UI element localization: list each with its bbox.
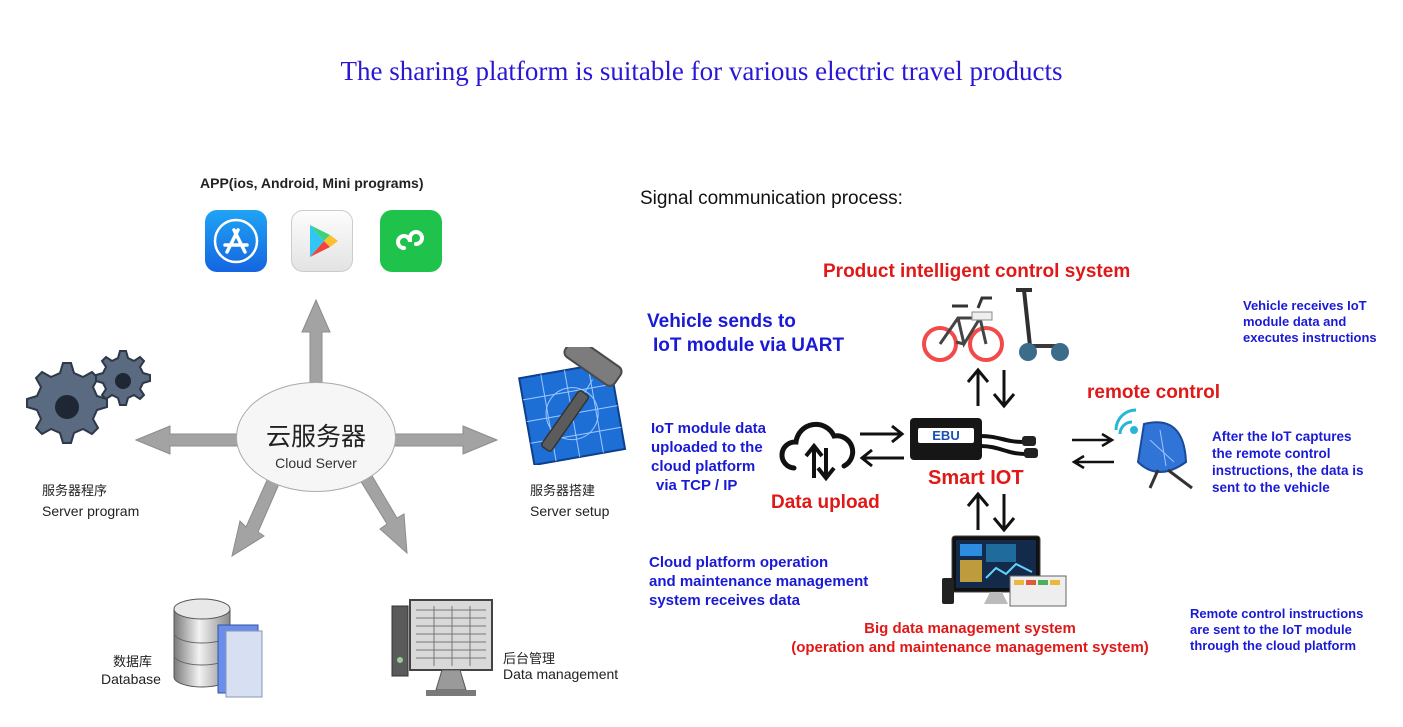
data-management-cn: 后台管理: [503, 652, 556, 667]
gears-icon: [26, 350, 151, 444]
data-upload-label: Data upload: [771, 492, 880, 513]
cloud-arrows: [134, 298, 499, 558]
remote-instructions-text: Remote control instructions are sent to …: [1190, 606, 1364, 653]
server-program-cn: 服务器程序: [42, 484, 108, 499]
mini-program-icon: [380, 210, 442, 272]
iot-upload-text: IoT module data uploaded to the cloud pl…: [651, 420, 767, 494]
database-icon: [173, 598, 263, 698]
remote-control-label: remote control: [1087, 382, 1221, 403]
device-remote-arrows: [1071, 432, 1115, 470]
google-play-icon: [291, 210, 353, 272]
signal-process-title: Signal communication process:: [640, 188, 903, 209]
cloud-upload-icon: [779, 421, 856, 482]
cloud-device-arrows: [859, 424, 905, 468]
vehicle-sends-text: Vehicle sends to IoT module via UART: [647, 311, 845, 356]
product-control-title: Product intelligent control system: [823, 261, 1131, 282]
data-management-icon: [391, 599, 493, 696]
server-program-en: Server program: [42, 503, 140, 519]
app-platforms-label: APP(ios, Android, Mini programs): [200, 175, 424, 191]
device-cables: [980, 434, 1038, 458]
satellite-dish-icon: [1114, 408, 1193, 490]
iot-device: EBU: [910, 418, 982, 460]
dashboard-devices-icon: [942, 535, 1067, 607]
big-data-text: Big data management system (operation an…: [791, 620, 1149, 656]
cloud-server-node: 云服务器 Cloud Server: [236, 382, 396, 492]
after-capture-text: After the IoT captures the remote contro…: [1212, 429, 1364, 495]
page-title: The sharing platform is suitable for var…: [340, 56, 1063, 86]
cloud-ops-text: Cloud platform operation and maintenance…: [649, 554, 869, 609]
up-down-arrows-bottom: [966, 492, 1016, 532]
database-en: Database: [101, 671, 161, 687]
xcode-hammer-icon: [518, 347, 627, 465]
server-setup-en: Server setup: [530, 503, 610, 519]
app-store-icon: [205, 210, 267, 272]
server-setup-cn: 服务器搭建: [530, 484, 596, 499]
bike-scooter-icon: [922, 288, 1069, 362]
up-down-arrows-top: [966, 367, 1016, 409]
cloud-server-en: Cloud Server: [275, 455, 357, 471]
cloud-server-cn: 云服务器: [265, 422, 366, 451]
device-logo: EBU: [918, 428, 974, 443]
smart-iot-label: Smart IOT: [928, 467, 1024, 489]
database-cn: 数据库: [113, 655, 153, 670]
data-management-en: Data management: [503, 666, 619, 682]
vehicle-receives-text: Vehicle receives IoT module data and exe…: [1243, 298, 1377, 345]
